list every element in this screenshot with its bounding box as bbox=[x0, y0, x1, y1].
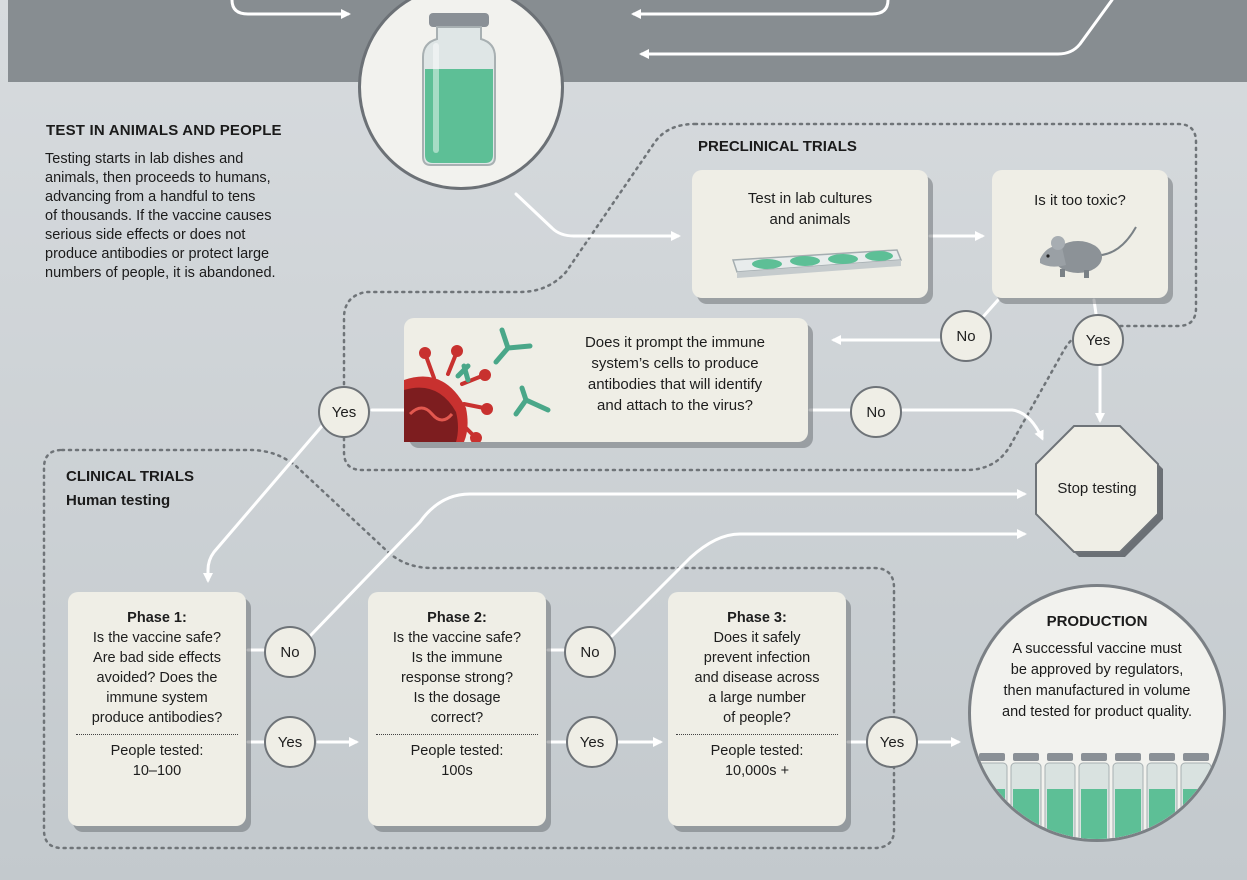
production-title: PRODUCTION bbox=[1046, 613, 1148, 630]
production-line: A successful vaccine must bbox=[1012, 641, 1182, 657]
phase-line: immune system bbox=[106, 690, 208, 706]
divider bbox=[676, 734, 838, 735]
intro-line: numbers of people, it is abandoned. bbox=[45, 265, 276, 281]
phase-title: Phase 3: bbox=[727, 610, 787, 626]
yes-label: Yes bbox=[1072, 314, 1124, 366]
phase-line: of people? bbox=[723, 710, 791, 726]
phase-line: Does it safely bbox=[713, 630, 801, 646]
intro-line: serious side effects or does not bbox=[45, 227, 246, 243]
preclinical-title: PRECLINICAL TRIALS bbox=[698, 138, 857, 155]
people-tested-value: 100s bbox=[441, 763, 473, 779]
intro-line: produce antibodies or protect large bbox=[45, 246, 270, 262]
production-text: A successful vaccine must be approved by… bbox=[971, 639, 1223, 723]
phase-1-card: Phase 1: Is the vaccine safe? Are bad si… bbox=[68, 592, 246, 826]
toxic-question-text: Is it too toxic? bbox=[1034, 192, 1126, 209]
divider bbox=[376, 734, 538, 735]
immune-question-card: Does it prompt the immune system’s cells… bbox=[404, 318, 808, 442]
immune-question-line: Does it prompt the immune bbox=[584, 334, 766, 351]
intro-line: of thousands. If the vaccine causes bbox=[45, 208, 272, 224]
production-line: be approved by regulators, bbox=[1010, 662, 1184, 678]
people-tested-label: People tested: bbox=[410, 743, 504, 759]
production-circle: PRODUCTION A successful vaccine must be … bbox=[968, 584, 1226, 842]
octagon-shape bbox=[1035, 425, 1163, 557]
stop-testing-octagon: Stop testing bbox=[1030, 424, 1164, 558]
no-label: No bbox=[564, 626, 616, 678]
people-tested-label: People tested: bbox=[110, 743, 204, 759]
immune-question-line: system’s cells to produce bbox=[591, 355, 759, 372]
production-line: and tested for product quality. bbox=[1002, 704, 1192, 720]
intro-line: advancing from a handful to tens bbox=[45, 189, 256, 205]
clinical-frame bbox=[42, 448, 896, 850]
no-label: No bbox=[264, 626, 316, 678]
no-label: No bbox=[940, 310, 992, 362]
immune-question-line: and attach to the virus? bbox=[597, 397, 753, 414]
vial-circle bbox=[358, 0, 564, 190]
phase-title: Phase 2: bbox=[427, 610, 487, 626]
mouse-icon bbox=[1040, 226, 1137, 278]
clinical-subtitle: Human testing bbox=[66, 492, 171, 509]
virus-antibody-icon bbox=[404, 327, 551, 442]
intro-line: animals, then proceeds to humans, bbox=[45, 170, 271, 186]
toxic-question-card: Is it too toxic? bbox=[992, 170, 1168, 298]
yes-label: Yes bbox=[866, 716, 918, 768]
phase-2-card: Phase 2: Is the vaccine safe? Is the imm… bbox=[368, 592, 546, 826]
lab-test-card: Test in lab cultures and animals bbox=[692, 170, 928, 298]
people-tested-value: 10,000s + bbox=[724, 763, 790, 779]
people-tested-value: 10–100 bbox=[132, 763, 182, 779]
phase-line: and disease across bbox=[694, 670, 820, 686]
phase-line: Is the vaccine safe? bbox=[92, 630, 222, 646]
vial-row-icon bbox=[976, 753, 1212, 839]
phase-line: Is the vaccine safe? bbox=[392, 630, 522, 646]
phase-line: avoided? Does the bbox=[96, 670, 218, 686]
divider bbox=[76, 734, 238, 735]
lab-test-line: and animals bbox=[769, 211, 851, 228]
no-label: No bbox=[850, 386, 902, 438]
intro-text: Testing starts in lab dishes and animals… bbox=[45, 150, 315, 283]
phase-title: Phase 1: bbox=[127, 610, 187, 626]
phase-line: produce antibodies? bbox=[91, 710, 223, 726]
intro-title: TEST IN ANIMALS AND PEOPLE bbox=[46, 122, 282, 139]
phase-line: Is the immune bbox=[411, 650, 503, 666]
yes-label: Yes bbox=[566, 716, 618, 768]
phase-line: correct? bbox=[430, 710, 484, 726]
lab-test-line: Test in lab cultures bbox=[747, 190, 873, 207]
phase-line: Are bad side effects bbox=[93, 650, 221, 666]
phase-3-card: Phase 3: Does it safely prevent infectio… bbox=[668, 592, 846, 826]
immune-question-line: antibodies that will identify bbox=[587, 376, 763, 393]
phase-line: a large number bbox=[708, 690, 806, 706]
lab-dish-icon bbox=[731, 249, 903, 278]
intro-line: Testing starts in lab dishes and bbox=[45, 151, 244, 167]
yes-label: Yes bbox=[264, 716, 316, 768]
top-band bbox=[8, 0, 1247, 82]
yes-label: Yes bbox=[318, 386, 370, 438]
phase-line: response strong? bbox=[400, 670, 514, 686]
phase-line: prevent infection bbox=[703, 650, 811, 666]
phase-line: Is the dosage bbox=[413, 690, 501, 706]
clinical-title: CLINICAL TRIALS bbox=[66, 468, 195, 485]
vaccine-vial-icon bbox=[422, 13, 496, 166]
production-line: then manufactured in volume bbox=[1003, 683, 1191, 699]
stop-testing-label: Stop testing bbox=[1057, 480, 1137, 497]
people-tested-label: People tested: bbox=[710, 743, 804, 759]
